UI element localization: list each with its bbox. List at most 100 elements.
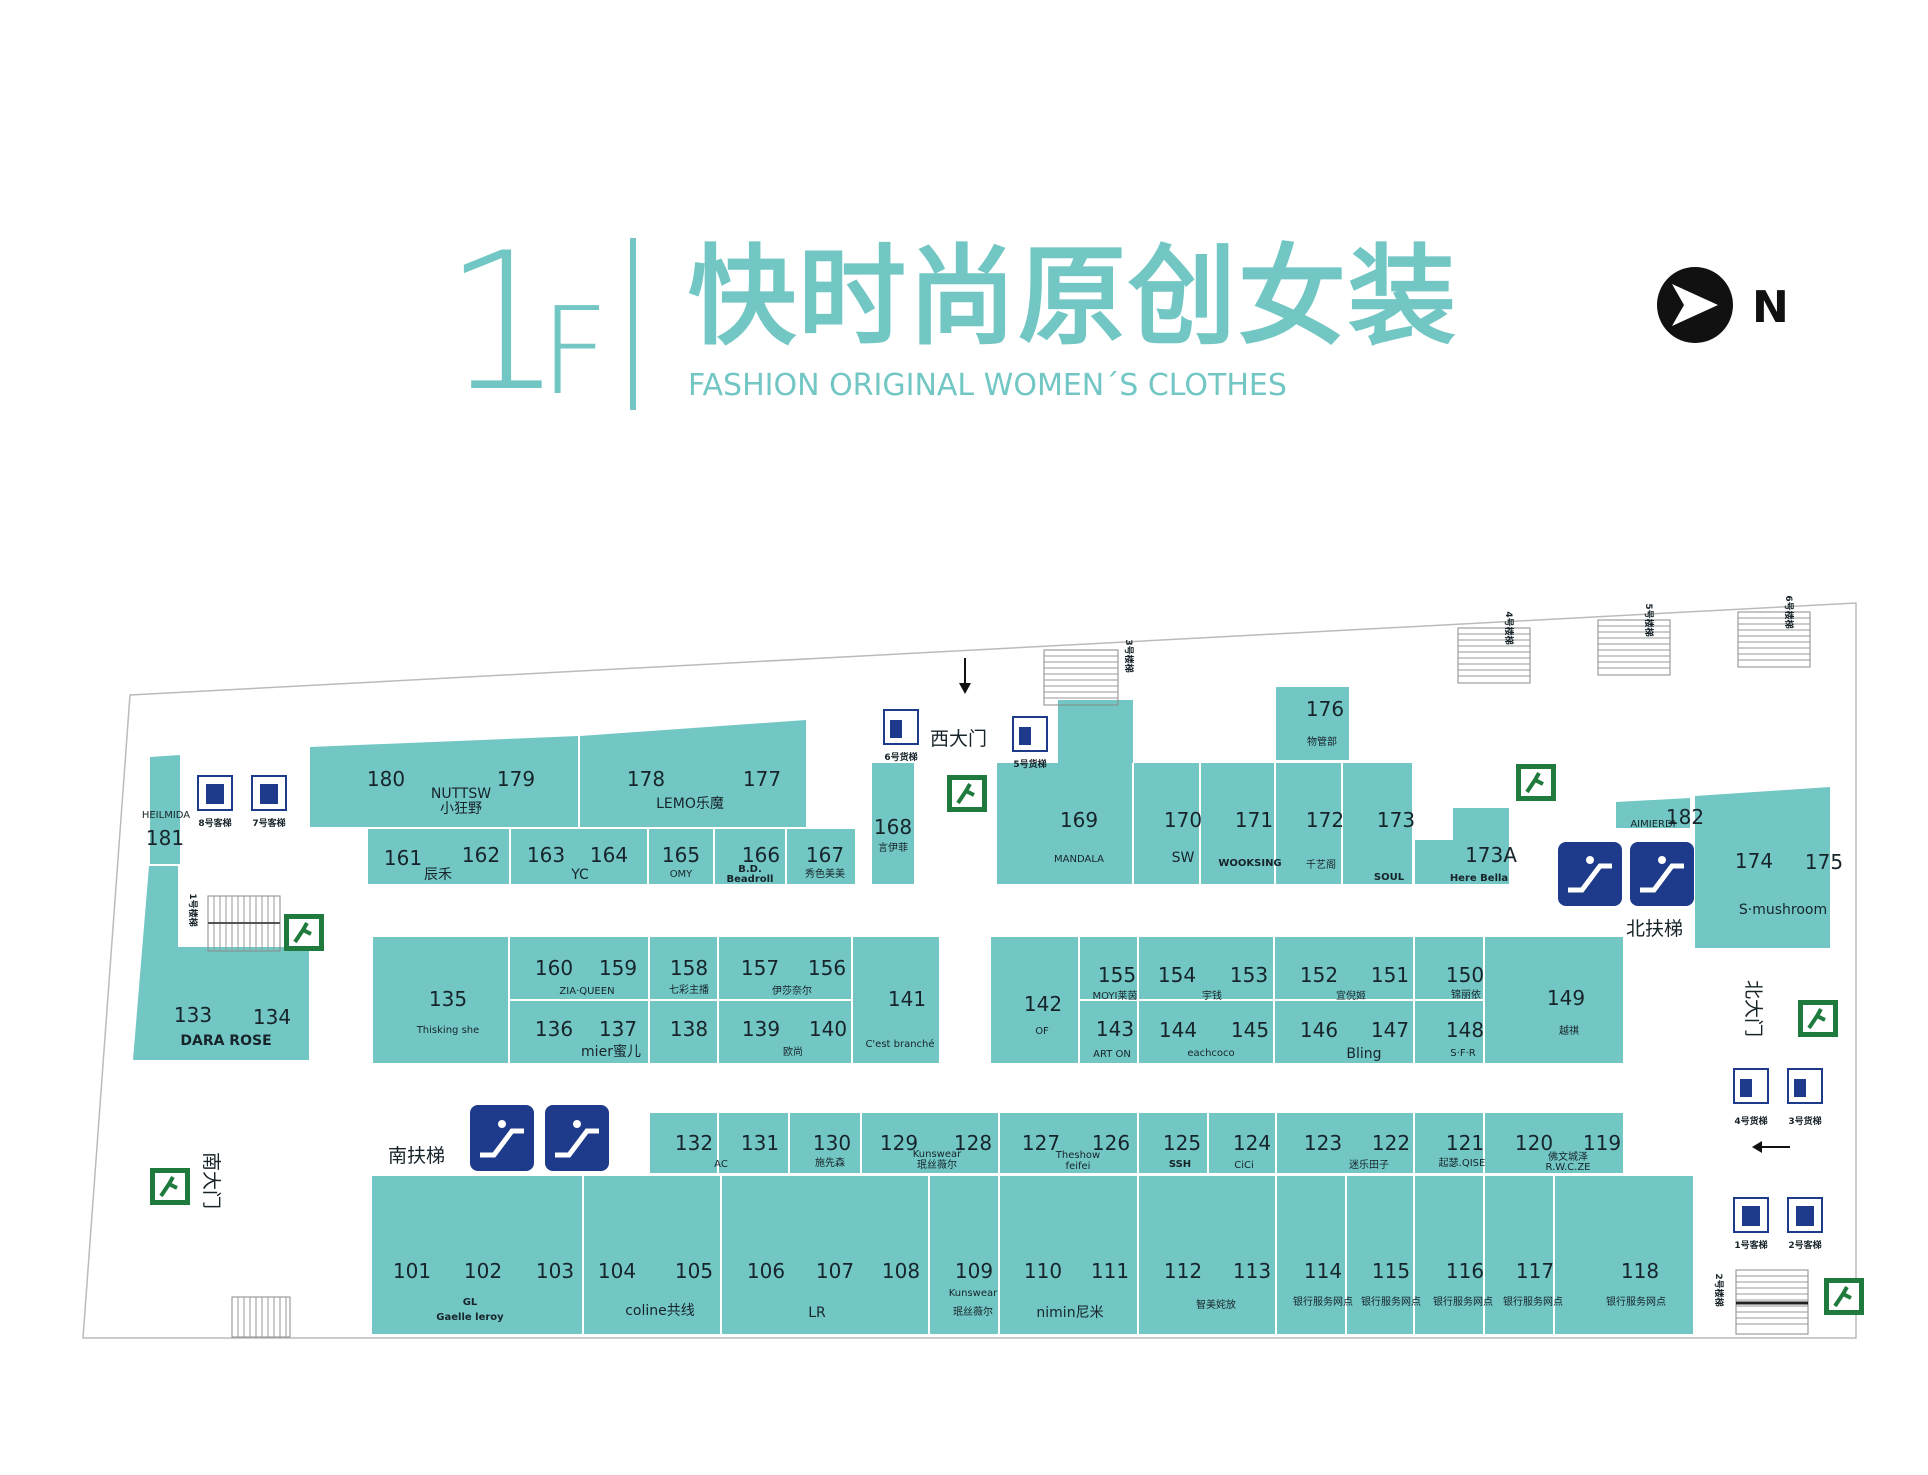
store-176[interactable] (1276, 687, 1349, 760)
emergency-exit-icon (1798, 1000, 1838, 1037)
store-101-103[interactable] (372, 1176, 582, 1334)
store-112-113[interactable] (1139, 1176, 1275, 1334)
elevator-1[interactable]: 1号客梯 (1733, 1197, 1769, 1251)
store-number: 136 (535, 1017, 573, 1041)
store-167[interactable] (787, 829, 855, 884)
store-number: 131 (741, 1131, 779, 1155)
store-139-140[interactable] (719, 1001, 851, 1063)
store-169[interactable] (997, 763, 1132, 884)
store-name: ZIA·QUEEN (559, 986, 614, 997)
store-number: 177 (743, 767, 781, 791)
store-name: R.W.C.ZE (1545, 1162, 1590, 1173)
store-name: HEILMIDA (142, 810, 190, 821)
north-gate[interactable]: 北大门 (1742, 980, 1790, 1153)
west-gate[interactable]: 西大门 (930, 658, 987, 750)
store-180-179[interactable] (310, 736, 578, 827)
store-172[interactable] (1276, 763, 1341, 884)
store-163-164[interactable] (511, 829, 647, 884)
store-152-151[interactable] (1275, 937, 1413, 999)
store-104-105[interactable] (584, 1176, 720, 1334)
building-outline (82, 602, 1857, 1339)
store-173A[interactable] (1415, 808, 1509, 884)
store-number: 158 (670, 956, 708, 980)
store-number: 120 (1515, 1131, 1553, 1155)
store-109[interactable] (930, 1176, 998, 1334)
store-144-145[interactable] (1139, 1001, 1273, 1063)
store-165[interactable] (649, 829, 713, 884)
store-name: eachcoco (1187, 1048, 1234, 1059)
store-name: 银行服务网点 (1361, 1295, 1421, 1308)
arrow-left-icon (1752, 1141, 1762, 1153)
store-number: 164 (590, 843, 628, 867)
store-170[interactable] (1134, 763, 1199, 884)
store-114[interactable] (1277, 1176, 1345, 1334)
store-125[interactable] (1139, 1113, 1207, 1173)
north-escalator[interactable]: 北扶梯 (1558, 842, 1694, 940)
store-name: DARA ROSE (180, 1033, 271, 1049)
store-133-134[interactable] (133, 866, 309, 1060)
store-121[interactable] (1415, 1113, 1483, 1173)
freight-elevator-5[interactable]: 5号货梯 (1012, 716, 1048, 770)
store-name: Bling (1346, 1046, 1381, 1062)
store-number: 117 (1516, 1259, 1554, 1283)
store-138[interactable] (650, 1001, 717, 1063)
store-127-126[interactable] (1000, 1113, 1137, 1173)
freight-elevator-6[interactable]: 6号货梯 (883, 709, 919, 763)
store-135[interactable] (373, 937, 508, 1063)
store-157-156[interactable] (719, 937, 851, 999)
freight-elevator-3[interactable]: 3号货梯 (1787, 1068, 1823, 1127)
store-name: 珉丝薇尔 (953, 1305, 993, 1318)
store-155[interactable] (1080, 937, 1137, 999)
store-158[interactable] (650, 937, 717, 999)
south-gate[interactable]: 南大门 (200, 1152, 222, 1209)
store-129-128[interactable] (862, 1113, 998, 1173)
store-166[interactable] (715, 829, 785, 884)
store-110-111[interactable] (1000, 1176, 1137, 1334)
store-132-131-a[interactable] (650, 1113, 717, 1173)
freight-elevator-4[interactable]: 4号货梯 (1733, 1068, 1769, 1127)
store-117[interactable] (1485, 1176, 1553, 1334)
store-number: 145 (1231, 1018, 1269, 1042)
store-130[interactable] (790, 1113, 860, 1173)
store-132-131-b[interactable] (719, 1113, 788, 1173)
emergency-exit-icon (1824, 1278, 1864, 1315)
store-182[interactable] (1616, 798, 1690, 828)
store-173[interactable] (1343, 763, 1412, 884)
store-143[interactable] (1080, 1001, 1137, 1063)
store-blocks (133, 687, 1830, 1334)
store-number: 162 (462, 843, 500, 867)
elevator-7[interactable]: 7号客梯 (251, 775, 287, 829)
store-142[interactable] (991, 937, 1078, 1063)
elevator-label: 7号客梯 (252, 817, 285, 829)
store-141[interactable] (853, 937, 939, 1063)
store-106-108[interactable] (722, 1176, 928, 1334)
store-181[interactable] (150, 755, 180, 864)
store-136-137[interactable] (510, 1001, 648, 1063)
store-174-175[interactable] (1695, 787, 1830, 948)
elevator-2[interactable]: 2号客梯 (1787, 1197, 1823, 1251)
store-149[interactable] (1485, 937, 1623, 1063)
escalator-icon (545, 1105, 609, 1171)
store-number: 173A (1465, 843, 1517, 867)
store-171[interactable] (1201, 763, 1274, 884)
store-154-153[interactable] (1139, 937, 1273, 999)
store-name: Thisking she (416, 1025, 480, 1036)
store-161-162[interactable] (368, 829, 509, 884)
store-169-annex[interactable] (1058, 700, 1133, 763)
store-118[interactable] (1555, 1176, 1693, 1334)
store-148[interactable] (1415, 1001, 1483, 1063)
store-146-147[interactable] (1275, 1001, 1413, 1063)
store-115[interactable] (1347, 1176, 1413, 1334)
store-160-159[interactable] (510, 937, 648, 999)
elevator-8[interactable]: 8号客梯 (197, 775, 233, 829)
store-120-119[interactable] (1485, 1113, 1623, 1173)
stairs: 1号楼梯 3号楼梯 4号楼梯 5号楼梯 6号楼梯 (187, 595, 1811, 1338)
store-168[interactable] (872, 763, 914, 884)
store-124[interactable] (1209, 1113, 1275, 1173)
south-escalator[interactable]: 南扶梯 (388, 1105, 609, 1171)
store-number: 137 (599, 1017, 637, 1041)
store-178-177[interactable] (580, 720, 806, 827)
store-116[interactable] (1415, 1176, 1483, 1334)
store-123-122[interactable] (1277, 1113, 1413, 1173)
store-150[interactable] (1415, 937, 1483, 999)
